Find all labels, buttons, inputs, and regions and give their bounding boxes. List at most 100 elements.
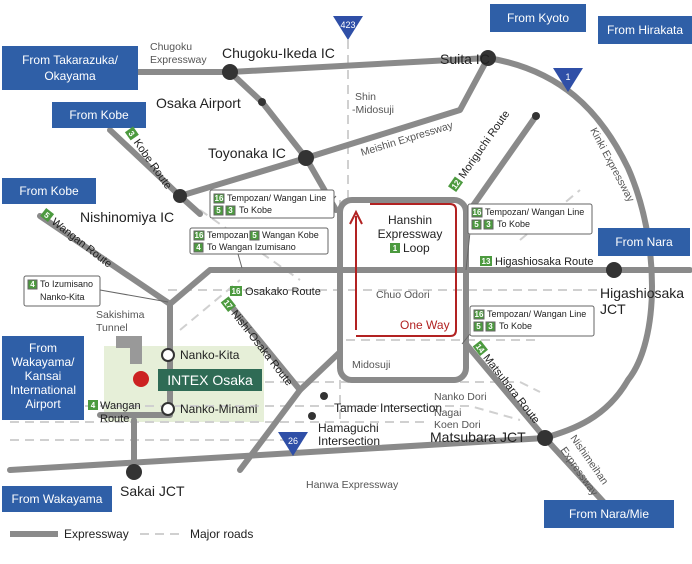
from-kobe-mid-box: From Kobe [2, 178, 96, 204]
jct-sakai [126, 464, 142, 480]
callout-wangan-south: 4 To Izumisano Nanko-Kita [23, 275, 169, 307]
legend: Expressway Major roads [10, 527, 253, 541]
matsubara-jct-label: Matsubara JCT [430, 429, 526, 445]
svg-text:From Nara: From Nara [615, 235, 673, 249]
suita-ic-label: Suita IC [440, 51, 490, 67]
callout-nishinomiya: 16 Tempozan 5 Wangan Kobe 4 To Wangan Iz… [189, 227, 329, 269]
tamade-intersection-label: Tamade Intersection [334, 401, 442, 415]
svg-text:4: 4 [30, 280, 35, 289]
svg-text:16: 16 [475, 310, 484, 319]
svg-text:26: 26 [288, 436, 298, 446]
svg-text:From Nara/Mie: From Nara/Mie [569, 507, 649, 521]
svg-text:From Wakayama: From Wakayama [12, 492, 103, 506]
svg-text:Tempozan/ Wangan Line: Tempozan/ Wangan Line [485, 207, 584, 217]
chuo-odori-label: Chuo Odori [376, 289, 430, 301]
from-wakayama-box: From Wakayama [2, 486, 112, 512]
callout-matsubara: 16 Tempozan/ Wangan Line 5 3 To Kobe [461, 305, 595, 345]
nanko-kita-label: Nanko-Kita [180, 348, 240, 362]
svg-text:From Takarazuka/: From Takarazuka/ [22, 53, 118, 67]
midosuji-label: Midosuji [352, 359, 391, 371]
hanwa-exp-label: Hanwa Expressway [306, 479, 399, 491]
svg-text:Tempozan/ Wangan Line: Tempozan/ Wangan Line [487, 309, 586, 319]
svg-text:5: 5 [476, 322, 481, 331]
nagai-koen-label: Nagai [434, 407, 461, 419]
wangan-route-south-label: 4 Wangan Route [88, 400, 141, 425]
jct-higashiosaka [606, 262, 622, 278]
jct-moriguchi [532, 112, 540, 120]
nanko-dori-label: Nanko Dori [434, 391, 487, 403]
jct-nishinomiya [173, 189, 187, 203]
svg-text:423: 423 [340, 20, 355, 30]
nanko-minami-label: Nanko-Minami [180, 402, 257, 416]
svg-text:To Kobe: To Kobe [499, 321, 532, 331]
osaka-airport-label: Osaka Airport [156, 95, 241, 111]
svg-text:International: International [10, 383, 76, 397]
from-nara-box: From Nara [598, 228, 690, 256]
svg-text:Okayama: Okayama [44, 69, 96, 83]
svg-text:To Kobe: To Kobe [497, 219, 530, 229]
jct-matsubara [537, 430, 553, 446]
higashiosaka-jct-label: Higashiosaka [600, 285, 684, 301]
national-route-1: 1 [553, 68, 583, 92]
nanko-kita-station-icon [161, 348, 175, 362]
svg-text:Osakako Route: Osakako Route [245, 286, 321, 298]
hanshin-loop-label: Hanshin Expressway 1 Loop One Way [378, 213, 450, 332]
hamaguchi-intersection-label-2: Intersection [318, 434, 380, 448]
from-kyoto-box: From Kyoto [490, 4, 586, 32]
svg-text:Nanko-Kita: Nanko-Kita [40, 292, 85, 302]
sakishima-tunnel-label: Sakishima [96, 309, 145, 321]
from-nara-mie-box: From Nara/Mie [544, 500, 674, 528]
nishinomiya-ic-label: Nishinomiya IC [80, 209, 174, 225]
svg-text:Expressway: Expressway [378, 227, 443, 241]
svg-text:Kansai: Kansai [25, 369, 62, 383]
svg-text:16: 16 [473, 208, 482, 217]
svg-text:1: 1 [393, 244, 398, 253]
sakishima-tunnel-label-2: Tunnel [96, 322, 128, 334]
svg-text:5: 5 [42, 210, 51, 220]
svg-text:Hanshin: Hanshin [388, 213, 432, 227]
svg-text:From: From [29, 341, 57, 355]
higashiosaka-route-label: 13 Higashiosaka Route [480, 256, 593, 268]
osakako-route-label: 16 Osakako Route [230, 286, 321, 298]
callout-toyonaka: 16 Tempozan/ Wangan Line 5 3 To Kobe [209, 189, 337, 219]
svg-text:5: 5 [474, 220, 479, 229]
svg-text:3: 3 [488, 322, 493, 331]
toyonaka-ic-label: Toyonaka IC [208, 145, 286, 161]
chugoku-exp-label-2: Expressway [150, 54, 207, 66]
shin-midosuji-label: Shin [355, 91, 376, 103]
loop-one-way-indicator [349, 203, 457, 337]
from-hirakata-box: From Hirakata [598, 16, 692, 44]
from-takarazuka-box: From Takarazuka/ Okayama [2, 46, 138, 90]
svg-text:INTEX Osaka: INTEX Osaka [167, 372, 253, 388]
jct-toyonaka [298, 150, 314, 166]
svg-text:From Kobe: From Kobe [19, 184, 79, 198]
intex-location-marker [133, 371, 149, 387]
svg-text:Airport: Airport [25, 397, 61, 411]
svg-text:1: 1 [565, 72, 570, 82]
nagai-koen-label-2: Koen Dori [434, 419, 481, 431]
svg-text:To Izumisano: To Izumisano [40, 279, 93, 289]
national-route-26: 26 [278, 432, 308, 456]
svg-text:From Kyoto: From Kyoto [507, 11, 569, 25]
shin-midosuji-label-2: -Midosuji [352, 104, 394, 116]
svg-text:3: 3 [127, 129, 137, 138]
legend-major-roads: Major roads [190, 527, 253, 541]
jct-tamade [320, 392, 328, 400]
svg-text:From Kobe: From Kobe [69, 108, 129, 122]
svg-text:Wangan Kobe: Wangan Kobe [262, 230, 319, 240]
svg-text:Loop: Loop [403, 241, 430, 255]
chugoku-exp-label: Chugoku [150, 41, 192, 53]
svg-text:Wangan: Wangan [100, 400, 141, 412]
svg-text:4: 4 [196, 243, 201, 252]
higashiosaka-jct-label-2: JCT [600, 301, 626, 317]
moriguchi-route-label: 12 Moriguchi Route [448, 108, 512, 193]
svg-text:5: 5 [216, 206, 221, 215]
svg-text:To Wangan Izumisano: To Wangan Izumisano [207, 242, 296, 252]
matsubara-route-label: 14 Matsubara Route [472, 340, 542, 426]
national-route-423: 423 [333, 16, 363, 40]
svg-text:Kobe Route: Kobe Route [131, 137, 174, 191]
svg-text:Wakayama/: Wakayama/ [12, 355, 76, 369]
sakai-jct-label: Sakai JCT [120, 483, 185, 499]
hamaguchi-intersection-label: Hamaguchi [318, 421, 379, 435]
svg-text:3: 3 [228, 206, 233, 215]
